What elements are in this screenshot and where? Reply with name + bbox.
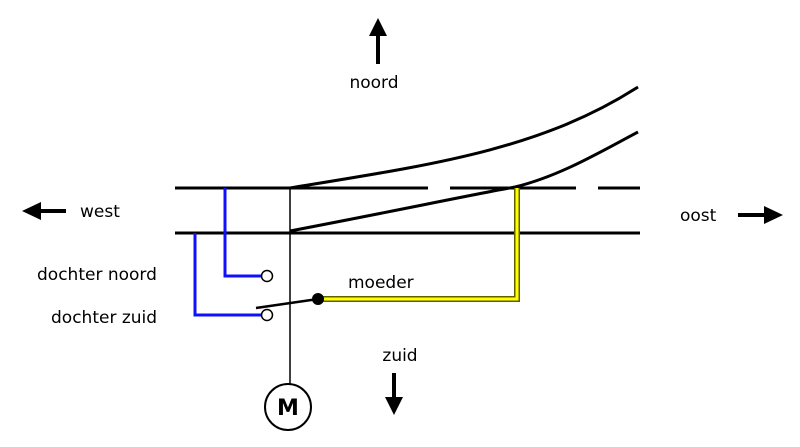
arrow-up-icon	[369, 18, 387, 64]
switch-lever	[255, 297, 319, 310]
diverging-track	[289, 85, 639, 233]
motor-circle	[264, 383, 312, 431]
label-mother: moeder	[348, 273, 414, 293]
motor-label: M	[277, 396, 299, 421]
daughter-south-wire	[193, 233, 262, 317]
mother-wire-fill	[318, 188, 519, 301]
label-east: oost	[680, 206, 717, 226]
label-daughter-south: dochter zuid	[51, 308, 157, 328]
mother-wire	[318, 188, 520, 302]
daughter-north-contact	[260, 269, 274, 283]
outer-diverging-rail	[289, 85, 639, 190]
arrow-down-icon	[385, 373, 403, 415]
label-daughter-north: dochter noord	[37, 265, 157, 285]
arrow-right-icon	[738, 206, 783, 224]
arrow-left-icon	[22, 202, 66, 220]
daughter-north-wire	[223, 188, 262, 278]
label-west: west	[80, 202, 120, 222]
motor: M	[264, 383, 312, 431]
daughter-south-contact	[260, 308, 274, 322]
daughter-wires	[193, 188, 262, 317]
mother-pivot	[312, 293, 324, 305]
straight-track	[175, 186, 640, 235]
label-south: zuid	[382, 346, 417, 366]
inner-diverging-rail	[289, 130, 639, 233]
label-north: noord	[349, 73, 398, 93]
